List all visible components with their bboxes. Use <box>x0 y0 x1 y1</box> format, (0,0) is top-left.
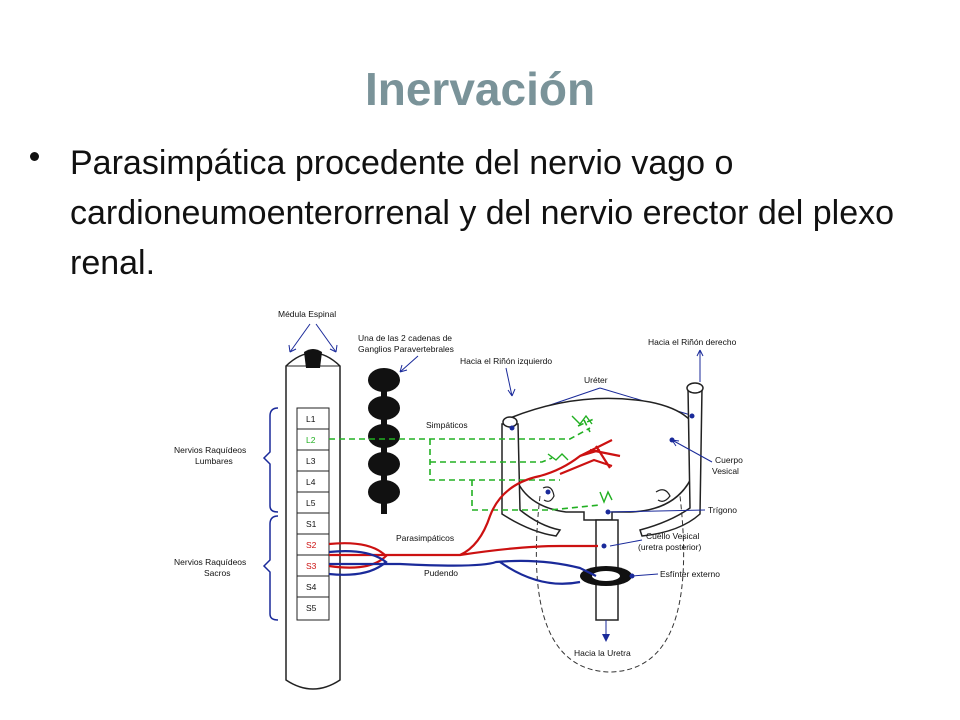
pudendo-label: Pudendo <box>424 568 458 578</box>
segment-label: S3 <box>306 561 317 571</box>
esfinter-label: Esfínter externo <box>660 569 720 579</box>
external-sphincter <box>580 566 632 586</box>
sacros-label-2: Sacros <box>204 568 230 578</box>
cuello-vesical-label-1: Cuello Vesical <box>646 531 700 541</box>
segment-label: L4 <box>306 477 316 487</box>
hacia-uretra-label: Hacia la Uretra <box>574 648 631 658</box>
medula-label: Médula Espinal <box>278 309 336 319</box>
lumbar-bracket <box>262 407 279 513</box>
rinon-derecho-label: Hacia el Riñón derecho <box>648 337 737 347</box>
cuerpo-vesical-label-2: Vesical <box>712 466 739 476</box>
rinon-izquierdo-arrow <box>505 367 516 397</box>
lumbares-label-2: Lumbares <box>195 456 233 466</box>
nerve-dots <box>509 413 695 579</box>
sacros-label-1: Nervios Raquídeos <box>174 557 246 567</box>
cuerpo-vesical-label-1: Cuerpo <box>715 455 743 465</box>
bladder-innervation-diagram: L1 L2 L3 L4 L5 S1 S2 S3 S4 S5 Médula Esp… <box>174 309 743 690</box>
trigono-arrow <box>607 509 706 513</box>
urethra-arrowhead <box>602 634 610 642</box>
sympathetic-ganglia <box>547 414 613 504</box>
segment-grid <box>296 407 330 621</box>
pudendal-nerve <box>328 550 597 585</box>
rinon-derecho-arrow <box>696 349 704 382</box>
sympathetic-nerves <box>329 417 601 511</box>
segment-label: S1 <box>306 519 317 529</box>
segment-label: L5 <box>306 498 316 508</box>
parasimpaticos-label: Parasimpáticos <box>396 533 454 543</box>
segment-label: S5 <box>306 603 317 613</box>
segment-label: S4 <box>306 582 317 592</box>
cadenas-arrow <box>399 355 419 373</box>
trigone-arcs <box>542 486 671 502</box>
rinon-izquierdo-label: Hacia el Riñón izquierdo <box>460 356 552 366</box>
medula-arrows <box>288 323 338 353</box>
ureter-label: Uréter <box>584 375 608 385</box>
esfinter-arrow <box>631 573 659 577</box>
cadenas-label-1: Una de las 2 cadenas de <box>358 333 452 343</box>
bullet-item: Parasimpática procedente del nervio vago… <box>30 138 910 288</box>
segment-label: L1 <box>306 414 316 424</box>
sacral-bracket <box>262 515 279 621</box>
trigono-label: Trígono <box>708 505 737 515</box>
ganglion-chain <box>368 368 400 514</box>
plexus-outline <box>535 495 685 673</box>
cuello-vesical-arrow <box>609 539 643 547</box>
bullet-text: Parasimpática procedente del nervio vago… <box>70 144 895 282</box>
segment-label: L2 <box>306 435 316 445</box>
lumbares-label-1: Nervios Raquídeos <box>174 445 246 455</box>
parasympathetic-nerves <box>328 439 621 569</box>
segment-label: S2 <box>306 540 317 550</box>
cadenas-label-2: Ganglios Paravertebrales <box>358 344 454 354</box>
slide-title: Inervación <box>364 63 596 115</box>
cuello-vesical-label-2: (uretra posterior) <box>638 542 701 552</box>
bullet-dot <box>30 152 39 161</box>
segment-label: L3 <box>306 456 316 466</box>
simpaticos-label: Simpáticos <box>426 420 468 430</box>
